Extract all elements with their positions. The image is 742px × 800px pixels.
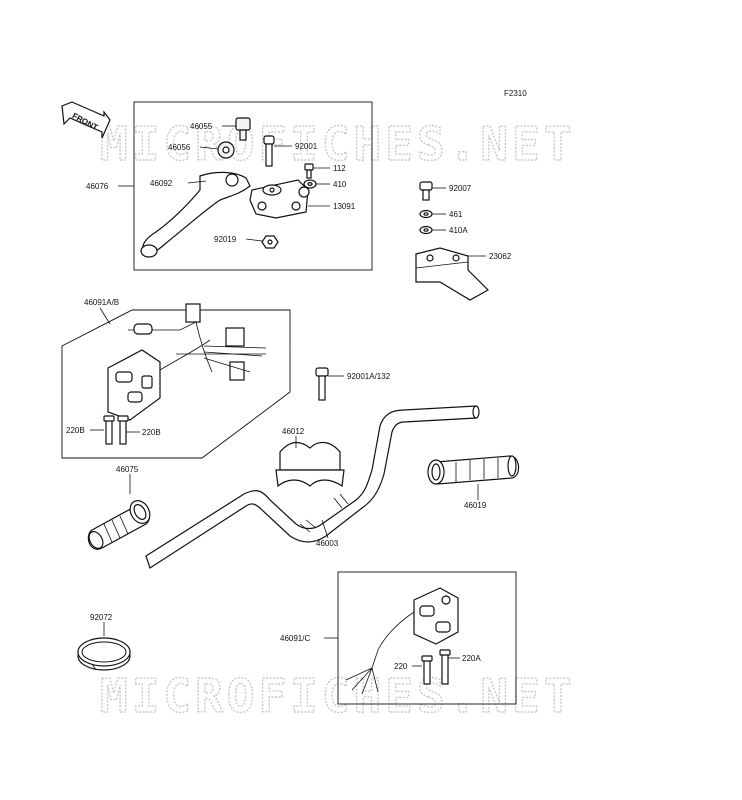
label-92019: 92019	[214, 235, 237, 244]
label-46056: 46056	[168, 143, 191, 152]
washer-410-icon	[303, 179, 317, 189]
label-220: 220	[394, 662, 408, 671]
switch-ab-group-box	[61, 309, 291, 459]
label-410: 410	[333, 180, 347, 189]
bolt-92001-icon	[263, 135, 275, 167]
label-46076: 46076	[86, 182, 109, 191]
holder-13091-icon	[249, 179, 310, 219]
bolt-112-icon	[304, 163, 314, 179]
screw-220-icon	[421, 655, 433, 685]
label-46091C: 46091/C	[280, 634, 310, 643]
figure-code: F2310	[504, 89, 527, 98]
handlebar-46003-icon	[145, 405, 480, 569]
label-220B-right: 220B	[142, 428, 161, 437]
label-220A: 220A	[462, 654, 481, 663]
label-46019: 46019	[464, 501, 487, 510]
label-92072: 92072	[90, 613, 113, 622]
band-92072-icon	[77, 637, 131, 671]
label-410A: 410A	[449, 226, 468, 235]
lever-46092-icon	[140, 171, 251, 258]
holder-46012-icon	[275, 441, 345, 488]
label-46012: 46012	[282, 427, 305, 436]
front-arrow-icon: FRONT	[61, 101, 111, 139]
label-23062: 23062	[489, 252, 512, 261]
label-13091: 13091	[333, 202, 356, 211]
grip-46019-icon	[427, 455, 520, 485]
bracket-23062-icon	[415, 247, 489, 301]
label-92001A132: 92001A/132	[347, 372, 391, 381]
grip-46075-icon	[87, 500, 151, 550]
screw-220A-icon	[439, 649, 451, 685]
switch-housing-c-icon	[345, 587, 459, 695]
label-461: 461	[449, 210, 463, 219]
label-46055: 46055	[190, 122, 213, 131]
label-112: 112	[333, 164, 346, 173]
watermark-top: MICROFICHES.NET	[100, 117, 575, 171]
bolt-92001A132-icon	[315, 367, 329, 401]
label-46092: 46092	[150, 179, 173, 188]
bolt-46055-icon	[235, 117, 251, 141]
label-92007: 92007	[449, 184, 472, 193]
washer-410A-icon	[419, 225, 433, 235]
washer-461-icon	[419, 209, 433, 219]
collar-46056-icon	[217, 141, 235, 159]
label-92001: 92001	[295, 142, 318, 151]
screw-220B-right-icon	[117, 415, 129, 445]
watermark-bottom: MICROFICHES.NET	[100, 669, 575, 723]
screw-220B-left-icon	[103, 415, 115, 445]
label-46003: 46003	[316, 539, 339, 548]
switch-housing-ab-icon	[107, 303, 267, 421]
bolt-92007-icon	[419, 181, 433, 201]
label-46091AB: 46091A/B	[84, 298, 119, 307]
label-220B-left: 220B	[66, 426, 85, 435]
label-46075: 46075	[116, 465, 139, 474]
nut-92019-icon	[261, 235, 279, 249]
